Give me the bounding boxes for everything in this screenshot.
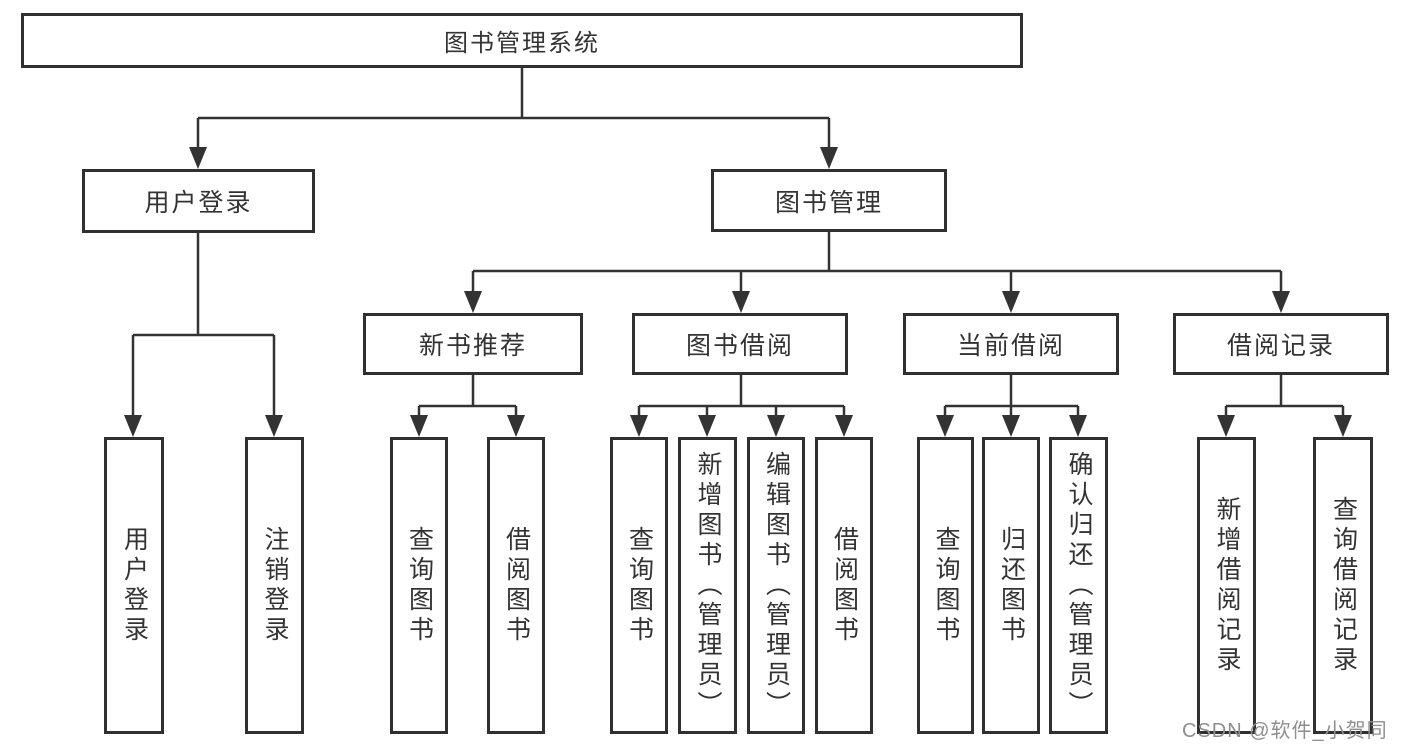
node-new-book-recommend: 新书推荐 [363, 313, 583, 375]
leaf-records-add-record: 新增借阅记录 [1197, 437, 1256, 734]
csdn-watermark: CSDN @软件_小贺同学 [1182, 720, 1388, 742]
node-borrow-records: 借阅记录 [1173, 313, 1389, 375]
leaf-borrow-borrow-books: 借阅图书 [815, 437, 873, 734]
leaf-user-login: 用户登录 [104, 437, 164, 734]
leaf-current-query-books: 查询图书 [917, 437, 974, 734]
leaf-current-return-books: 归还图书 [982, 437, 1040, 734]
leaf-newbook-query-books: 查询图书 [390, 437, 448, 734]
node-current-borrow: 当前借阅 [903, 313, 1119, 375]
arrowheads [124, 147, 1352, 437]
leaf-newbook-borrow-books: 借阅图书 [487, 437, 545, 734]
leaf-borrow-edit-books-admin: 编辑图书（管理员） [747, 437, 805, 734]
node-book-management: 图书管理 [711, 169, 947, 232]
node-user-login: 用户登录 [82, 169, 315, 233]
leaf-current-confirm-return-admin: 确认归还（管理员） [1049, 437, 1108, 734]
node-root: 图书管理系统 [21, 13, 1023, 68]
node-book-borrow: 图书借阅 [632, 313, 848, 375]
leaf-records-query-record: 查询借阅记录 [1313, 437, 1373, 734]
leaf-borrow-query-books: 查询图书 [610, 437, 668, 734]
leaf-borrow-add-books-admin: 新增图书（管理员） [678, 437, 737, 734]
leaf-logout: 注销登录 [245, 437, 304, 734]
